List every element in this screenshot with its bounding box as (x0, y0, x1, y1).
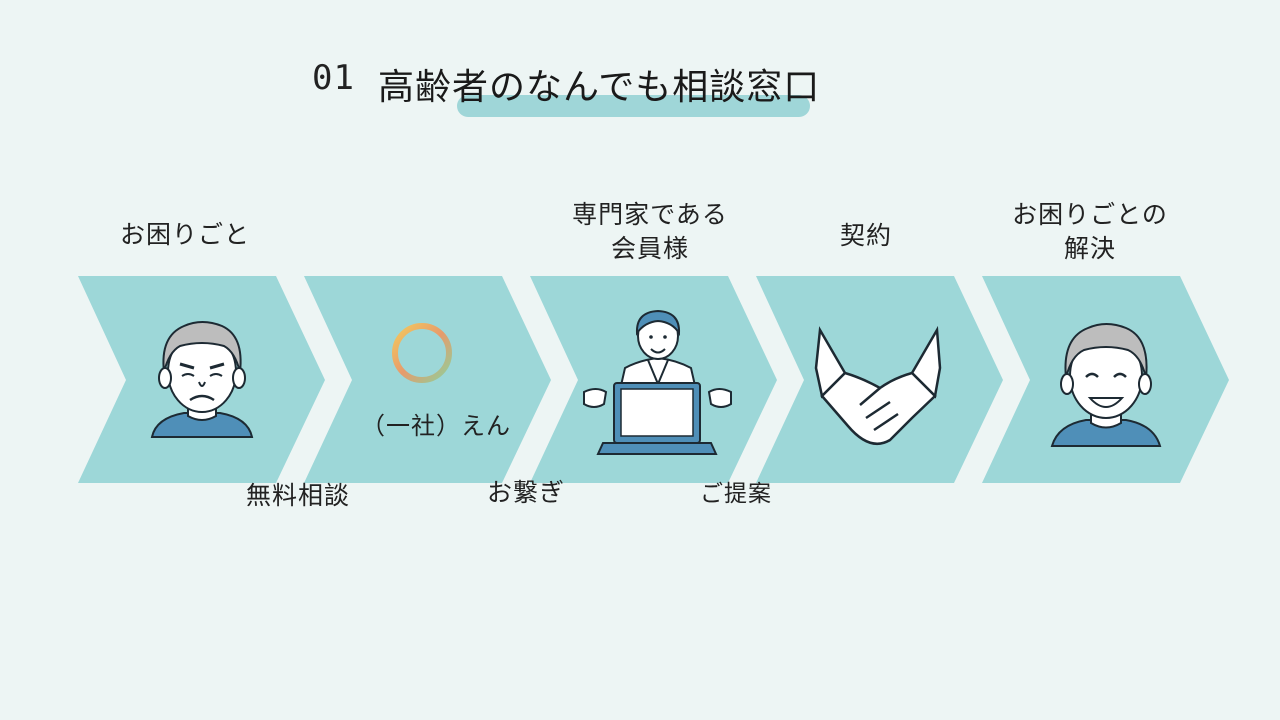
title-area: 01 高齢者のなんでも相談窓口 (0, 0, 1280, 130)
connector-proposal: ご提案 (700, 481, 772, 507)
title-highlight-bar (457, 95, 810, 117)
chevron-step-4 (756, 276, 1003, 483)
handshake-icon (814, 325, 942, 445)
worried-elderly-man-icon (150, 321, 254, 438)
step4-label: 契約 (839, 221, 892, 250)
gradient-ring-logo-icon (392, 323, 452, 383)
step1-label: お困りごと (119, 220, 250, 249)
step5-label-line1: お困りごとの (1012, 200, 1168, 229)
page-title: 高齢者のなんでも相談窓口 (378, 67, 821, 108)
step3-label-line2: 会員様 (610, 234, 689, 263)
step2-inner-label: （一社）えん (361, 412, 511, 440)
step3-label: 専門家である 会員様 (540, 198, 760, 266)
step5-label-line2: 解決 (1063, 234, 1116, 263)
smiling-elderly-man-icon (1050, 323, 1162, 447)
title-number: 01 (312, 58, 355, 98)
connector-connect: お繋ぎ (486, 478, 565, 507)
consultant-with-laptop-icon (583, 309, 732, 455)
step3-label-line1: 専門家である (572, 200, 728, 229)
step5-label: お困りごとの 解決 (990, 198, 1190, 266)
connector-free-consult: 無料相談 (245, 481, 350, 510)
